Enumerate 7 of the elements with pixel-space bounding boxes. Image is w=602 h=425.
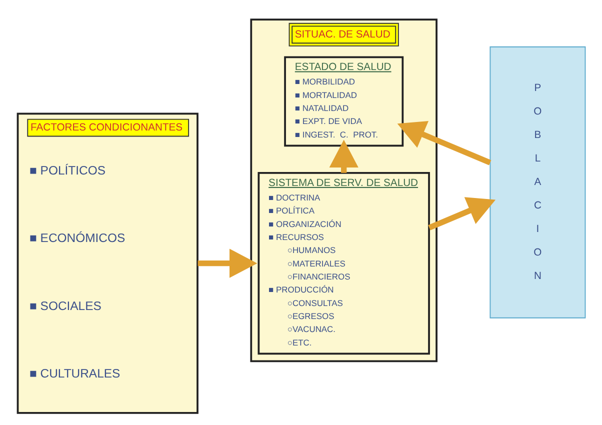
- node-box: POBLACION: [489, 46, 586, 318]
- arrow: [197, 248, 257, 278]
- node-box: SISTEMA DE SERV. DE SALUD ■ DOCTRINA ■ POLÍTICA ■ ORGANIZACIÓN ■ RECURSOS ○HUMANOS ○MATERIALES ○FINANCIEROS ■ PRODUCCIÓN ○CONSULTAS ○EGRESOS ○VACUNAC. ○ETC.: [257, 172, 430, 355]
- arrow: [396, 120, 491, 166]
- node-box: ESTADO DE SALUD ■ MORBILIDAD ■ MORTALIDAD ■ NATALIDAD ■ EXPT. DE VIDA ■ INGEST. C. PROT.: [284, 56, 404, 147]
- arrow: [428, 197, 496, 230]
- node-box: FACTORES CONDICIONANTES ■ POLÍTICOS ■ ECONÓMICOS ■ SOCIALES ■ CULTURALES: [16, 112, 198, 414]
